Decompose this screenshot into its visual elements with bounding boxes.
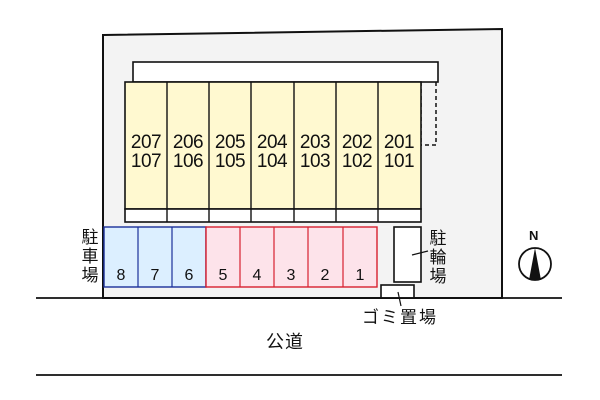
- parking-label-char: 車: [81, 247, 99, 267]
- garbage-label: ゴミ置場: [362, 308, 438, 328]
- unit-label-104: 104: [256, 151, 288, 172]
- unit-label-201: 201: [383, 132, 415, 153]
- unit-label-107: 107: [130, 151, 162, 172]
- unit-label-106: 106: [172, 151, 204, 172]
- unit-label-204: 204: [256, 132, 288, 153]
- parking-space-7: 7: [150, 267, 160, 284]
- parking-spaces: [103, 226, 378, 288]
- compass-north-label: N: [529, 228, 539, 243]
- unit-label-103: 103: [299, 151, 331, 172]
- parking-label-char: 駐: [81, 228, 99, 248]
- unit-label-202: 202: [341, 132, 373, 153]
- bicycle-parking-label: 駐 輪 場: [428, 230, 448, 287]
- unit-label-105: 105: [214, 151, 246, 172]
- unit-label-205: 205: [214, 132, 246, 153]
- parking-space-1: 1: [355, 267, 365, 284]
- unit-label-203: 203: [299, 132, 331, 153]
- bicycle-label-char: 駐: [429, 229, 447, 249]
- parking-label-char: 場: [81, 266, 99, 286]
- parking-space-6: 6: [184, 267, 194, 284]
- corridor-bar: [132, 61, 439, 83]
- parking-space-2: 2: [320, 267, 330, 284]
- garbage-leader-line: [397, 291, 402, 307]
- unit-label-101: 101: [383, 151, 415, 172]
- bicycle-parking-area: [393, 226, 422, 283]
- parking-space-4: 4: [252, 267, 262, 284]
- parking-space-3: 3: [286, 267, 296, 284]
- parking-space-8: 8: [116, 267, 126, 284]
- north-arrow-icon: [518, 247, 552, 281]
- garbage-area: [380, 284, 415, 299]
- unit-label-206: 206: [172, 132, 204, 153]
- unit-label-207: 207: [130, 132, 162, 153]
- parking-space-5: 5: [218, 267, 228, 284]
- parking-label: 駐 車 場: [80, 229, 100, 286]
- road-label: 公道: [266, 332, 304, 353]
- bicycle-label-char: 場: [429, 267, 447, 287]
- bicycle-label-char: 輪: [429, 248, 447, 268]
- unit-label-102: 102: [341, 151, 373, 172]
- building-units: [124, 81, 422, 223]
- bicycle-leader-line: [411, 250, 429, 256]
